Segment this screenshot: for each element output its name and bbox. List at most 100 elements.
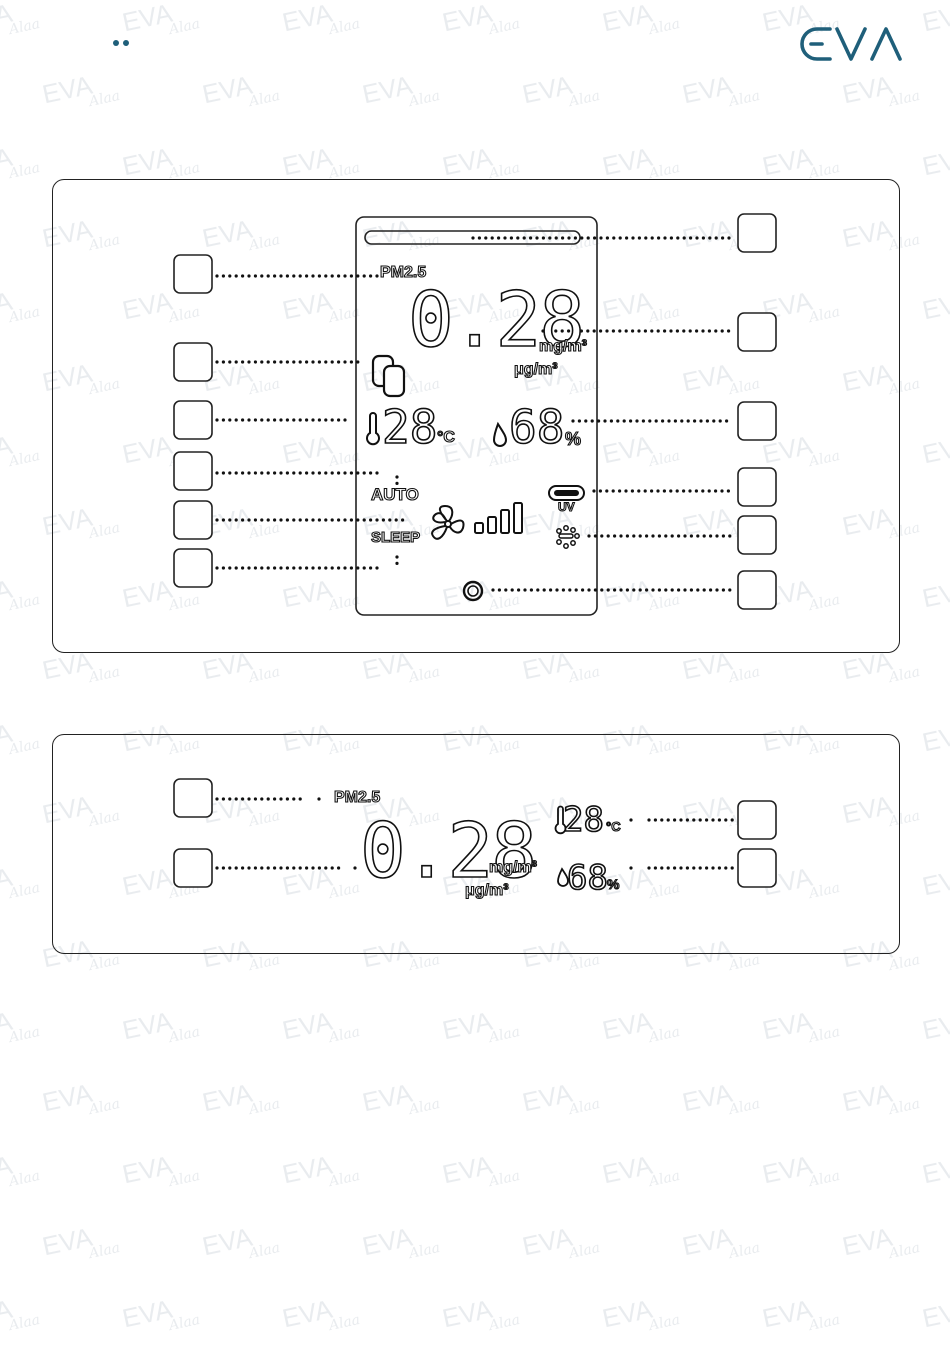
svg-text:Alaa: Alaa <box>166 1312 202 1335</box>
svg-text:Alaa: Alaa <box>86 1096 122 1119</box>
svg-text:EVA: EVA <box>920 1149 950 1189</box>
unit-mg-label: mg/m³ <box>488 858 537 876</box>
svg-text:Alaa: Alaa <box>646 1312 682 1335</box>
svg-text:Alaa: Alaa <box>406 952 442 975</box>
svg-text:EVA: EVA <box>280 141 336 181</box>
humidity-value-display: 68 <box>508 400 565 454</box>
svg-text:EVA: EVA <box>0 1149 15 1189</box>
svg-text:Alaa: Alaa <box>406 664 442 687</box>
svg-text:Alaa: Alaa <box>486 1168 522 1191</box>
callout-box-left-3 <box>173 400 213 440</box>
svg-text:EVA: EVA <box>440 1005 496 1045</box>
svg-text:EVA: EVA <box>840 1077 896 1117</box>
svg-text:Alaa: Alaa <box>6 1312 42 1335</box>
svg-text:Alaa: Alaa <box>246 88 282 111</box>
pm25-label: PM2.5 <box>379 263 427 281</box>
svg-text:EVA: EVA <box>440 141 496 181</box>
svg-text:EVA: EVA <box>0 1005 15 1045</box>
svg-text:EVA: EVA <box>360 1221 416 1261</box>
uv-lamp-icon <box>548 485 585 501</box>
svg-text:Alaa: Alaa <box>6 304 42 327</box>
svg-text:EVA: EVA <box>40 1077 96 1117</box>
svg-text:EVA: EVA <box>440 1149 496 1189</box>
unit-ug-label: μg/m³ <box>464 881 509 899</box>
svg-text:Alaa: Alaa <box>6 736 42 759</box>
svg-text:EVA: EVA <box>200 1077 256 1117</box>
humidity-unit-label: % <box>606 875 620 892</box>
svg-text:Alaa: Alaa <box>166 1168 202 1191</box>
svg-text:EVA: EVA <box>280 0 336 37</box>
svg-text:EVA: EVA <box>920 0 950 37</box>
svg-text:Alaa: Alaa <box>886 88 922 111</box>
svg-text:Alaa: Alaa <box>246 952 282 975</box>
temperature-unit-label: °C <box>605 818 621 834</box>
svg-text:EVA: EVA <box>520 69 576 109</box>
svg-text:EVA: EVA <box>920 861 950 901</box>
thermometer-icon <box>554 805 567 835</box>
svg-text:Alaa: Alaa <box>6 1024 42 1047</box>
droplet-icon <box>492 421 508 447</box>
svg-text:EVA: EVA <box>280 1005 336 1045</box>
svg-text:EVA: EVA <box>0 861 15 901</box>
svg-text:Alaa: Alaa <box>806 1168 842 1191</box>
svg-text:EVA: EVA <box>120 1005 176 1045</box>
pm-value-display: 0.28 <box>359 806 538 895</box>
svg-text:EVA: EVA <box>760 1149 816 1189</box>
uv-label: UV <box>557 499 575 514</box>
svg-text:EVA: EVA <box>600 141 656 181</box>
unit-ug-label: μg/m³ <box>513 360 558 378</box>
svg-text:Alaa: Alaa <box>486 1312 522 1335</box>
svg-text:EVA: EVA <box>920 141 950 181</box>
svg-text:EVA: EVA <box>520 1077 576 1117</box>
svg-text:EVA: EVA <box>920 1293 950 1333</box>
svg-text:Alaa: Alaa <box>566 952 602 975</box>
page-indicator <box>113 40 133 46</box>
svg-text:Alaa: Alaa <box>486 16 522 39</box>
svg-text:EVA: EVA <box>0 0 15 37</box>
svg-text:EVA: EVA <box>0 573 15 613</box>
ion-icon <box>556 525 580 549</box>
droplet-icon <box>557 867 569 887</box>
svg-text:EVA: EVA <box>920 429 950 469</box>
svg-text:EVA: EVA <box>920 573 950 613</box>
svg-text:EVA: EVA <box>920 285 950 325</box>
svg-text:EVA: EVA <box>680 69 736 109</box>
svg-text:Alaa: Alaa <box>6 448 42 471</box>
svg-text:EVA: EVA <box>440 1293 496 1333</box>
svg-text:EVA: EVA <box>680 1077 736 1117</box>
page-dot <box>123 40 129 46</box>
svg-text:EVA: EVA <box>0 1293 15 1333</box>
svg-text:Alaa: Alaa <box>326 16 362 39</box>
svg-text:Alaa: Alaa <box>726 88 762 111</box>
svg-text:EVA: EVA <box>760 1293 816 1333</box>
pm25-label: PM2.5 <box>333 788 381 806</box>
secondary-diagram-graphics <box>173 778 777 888</box>
svg-text:Alaa: Alaa <box>886 1096 922 1119</box>
svg-text:Alaa: Alaa <box>566 1240 602 1263</box>
svg-text:Alaa: Alaa <box>806 1024 842 1047</box>
svg-text:EVA: EVA <box>120 1149 176 1189</box>
